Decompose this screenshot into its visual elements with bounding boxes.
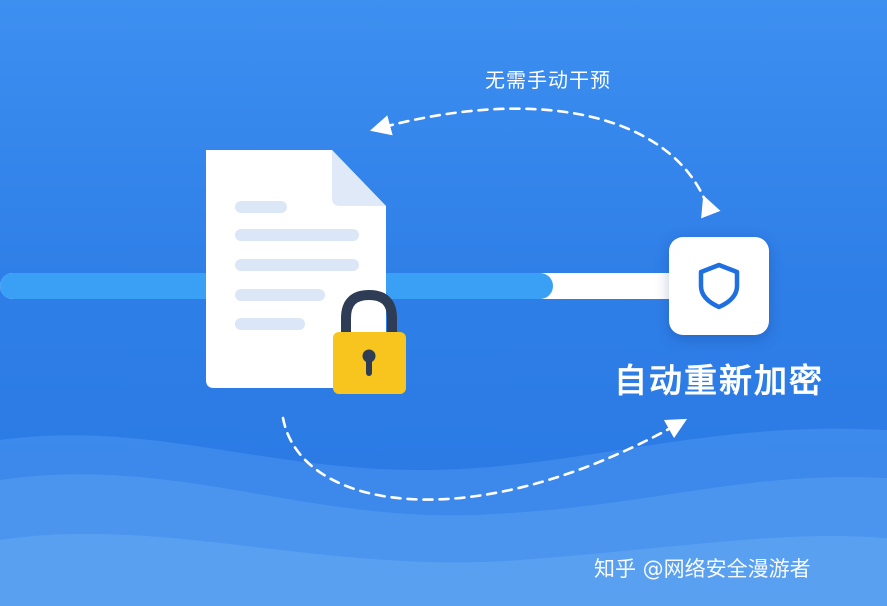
padlock-icon bbox=[333, 289, 406, 394]
wave-front bbox=[0, 533, 887, 606]
bottom-arrow bbox=[281, 416, 688, 501]
shield-icon bbox=[698, 262, 740, 310]
shield-card bbox=[669, 237, 769, 335]
top-arrow bbox=[369, 107, 721, 219]
auto-reencrypt-label: 自动重新加密 bbox=[614, 361, 824, 400]
no-manual-intervention-label: 无需手动干预 bbox=[485, 68, 611, 92]
wave-mid bbox=[0, 474, 887, 606]
source-watermark: 知乎 @网络安全漫游者 bbox=[594, 557, 811, 581]
